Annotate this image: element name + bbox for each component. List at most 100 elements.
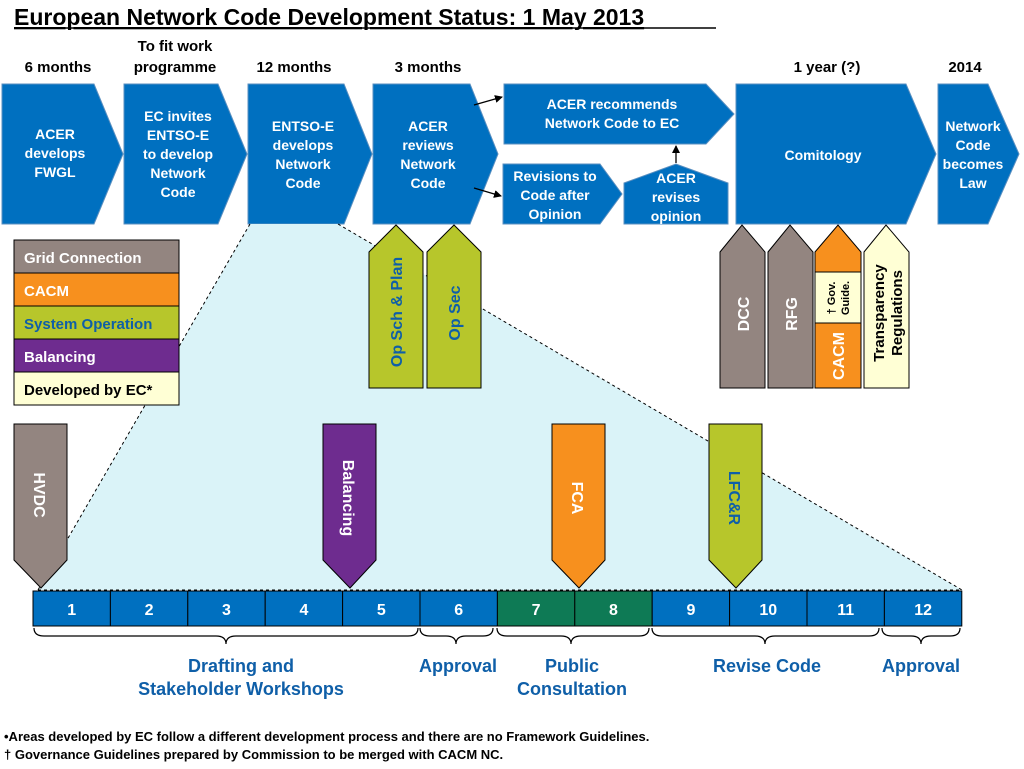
- step2-line3: to develop: [143, 146, 213, 162]
- duration-review: 3 months: [395, 59, 462, 76]
- step4-line3: Network: [400, 156, 455, 172]
- law-line2: Code: [956, 137, 991, 153]
- month-cell-8: [574, 590, 653, 627]
- step-code-becomes-law: [937, 83, 1020, 225]
- month-label-9: 9: [686, 602, 695, 619]
- brace-public-consultation: [496, 627, 650, 645]
- step2-line1: EC invites: [144, 108, 212, 124]
- recommend-line2: Network Code to EC: [545, 115, 680, 131]
- footnote-ec-areas: •Areas developed by EC follow a differen…: [4, 729, 649, 744]
- month-cell-12: [883, 590, 963, 627]
- brace-approval-1: [419, 627, 494, 645]
- month-label-5: 5: [377, 602, 386, 619]
- month-label-1: 1: [67, 602, 76, 619]
- month-cell-1: [32, 590, 111, 627]
- step2-line4: Network: [150, 165, 205, 181]
- expansion-line-left: [37, 223, 251, 591]
- month-label-12: 12: [914, 602, 932, 619]
- month-cell-10: [729, 590, 808, 627]
- code-rfg-shape: [767, 224, 814, 389]
- code-transparency-shape: [863, 224, 910, 389]
- revisions-line2: Code after: [520, 187, 590, 203]
- marker-fca-shape: [551, 423, 606, 589]
- month-cell-6: [419, 590, 498, 627]
- code-cacm: CACM: [831, 332, 848, 380]
- step3-line4: Code: [286, 175, 321, 191]
- marker-balancing-shape: [322, 423, 377, 589]
- marker-fca: FCA: [568, 482, 585, 515]
- acer-revises-line1: ACER: [656, 170, 696, 186]
- step-acer-revises: [623, 163, 729, 225]
- arrow-to-revisions: [473, 187, 502, 198]
- month-cell-11: [806, 590, 885, 627]
- step1-line3: FWGL: [34, 164, 76, 180]
- step-comitology: [735, 83, 937, 225]
- phase-drafting-line1: Drafting and: [188, 656, 294, 676]
- duration-fwgl: 6 months: [25, 59, 92, 76]
- month-label-3: 3: [222, 602, 231, 619]
- month-label-2: 2: [145, 602, 154, 619]
- step-ec-invites: [123, 83, 248, 225]
- month-label-10: 10: [759, 602, 777, 619]
- duration-comitology: 1 year (?): [794, 59, 861, 76]
- step2-line2: ENTSO-E: [147, 127, 209, 143]
- marker-hvdc: HVDC: [30, 472, 47, 518]
- month-cell-7: [496, 590, 576, 627]
- marker-balancing: Balancing: [339, 460, 356, 536]
- phase-approval-1: Approval: [419, 656, 497, 676]
- code-op-sec-shape: [426, 224, 482, 389]
- code-gov-line1: † Gov.: [826, 282, 838, 315]
- recommend-line1: ACER recommends: [547, 96, 678, 112]
- arrow-to-recommend: [473, 95, 503, 106]
- step4-line4: Code: [411, 175, 446, 191]
- legend-developed-by-ec-swatch: [13, 371, 180, 406]
- law-line4: Law: [959, 175, 986, 191]
- step-entsoe-develops: [247, 83, 373, 225]
- month-label-4: 4: [299, 602, 308, 619]
- duration-work-programme-1: To fit work: [138, 38, 213, 55]
- code-gov-line2: Guide.: [840, 281, 852, 315]
- code-gov-guide-box: [814, 271, 862, 324]
- code-dcc-shape: [719, 224, 766, 389]
- step3-line1: ENTSO-E: [272, 118, 334, 134]
- law-line3: becomes: [943, 156, 1004, 172]
- revisions-line1: Revisions to: [513, 168, 596, 184]
- legend-system-operation-swatch: [13, 305, 180, 340]
- duration-work-programme-2: programme: [134, 59, 217, 76]
- step-acer-develops-fwgl: [1, 83, 124, 225]
- legend-grid-connection: Grid Connection: [24, 250, 142, 267]
- brace-approval-2: [881, 627, 961, 645]
- step3-line3: Network: [275, 156, 330, 172]
- brace-drafting: [33, 627, 419, 645]
- month-label-11: 11: [837, 602, 854, 619]
- acer-revises-line3: opinion: [651, 208, 702, 224]
- step4-line2: reviews: [402, 137, 454, 153]
- footnote-governance: † Governance Guidelines prepared by Comm…: [4, 747, 503, 762]
- marker-lfcr-shape: [708, 423, 763, 589]
- phase-public-line2: Consultation: [517, 679, 627, 699]
- step-acer-reviews: [372, 83, 499, 225]
- month-cell-2: [109, 590, 189, 627]
- code-op-sch-plan: Op Sch & Plan: [389, 257, 406, 367]
- month-label-7: 7: [532, 602, 541, 619]
- phase-drafting-line2: Stakeholder Workshops: [138, 679, 344, 699]
- marker-hvdc-shape: [13, 423, 68, 589]
- comitology-label: Comitology: [785, 147, 862, 163]
- acer-revises-line2: revises: [652, 189, 700, 205]
- month-label-8: 8: [609, 602, 618, 619]
- month-cell-3: [187, 590, 266, 627]
- legend-cacm: CACM: [24, 283, 69, 300]
- legend-cacm-swatch: [13, 272, 180, 307]
- code-transparency-line2: Regulations: [889, 270, 906, 356]
- month-label-6: 6: [454, 602, 463, 619]
- law-line1: Network: [945, 118, 1000, 134]
- marker-lfcr: LFC&R: [725, 471, 742, 526]
- page-title: European Network Code Development Status…: [14, 4, 644, 30]
- legend-balancing: Balancing: [24, 349, 96, 366]
- code-transparency-line1: Transparency: [871, 264, 888, 362]
- code-rfg: RFG: [784, 297, 801, 331]
- step2-line5: Code: [161, 184, 196, 200]
- legend-system-operation: System Operation: [24, 316, 152, 333]
